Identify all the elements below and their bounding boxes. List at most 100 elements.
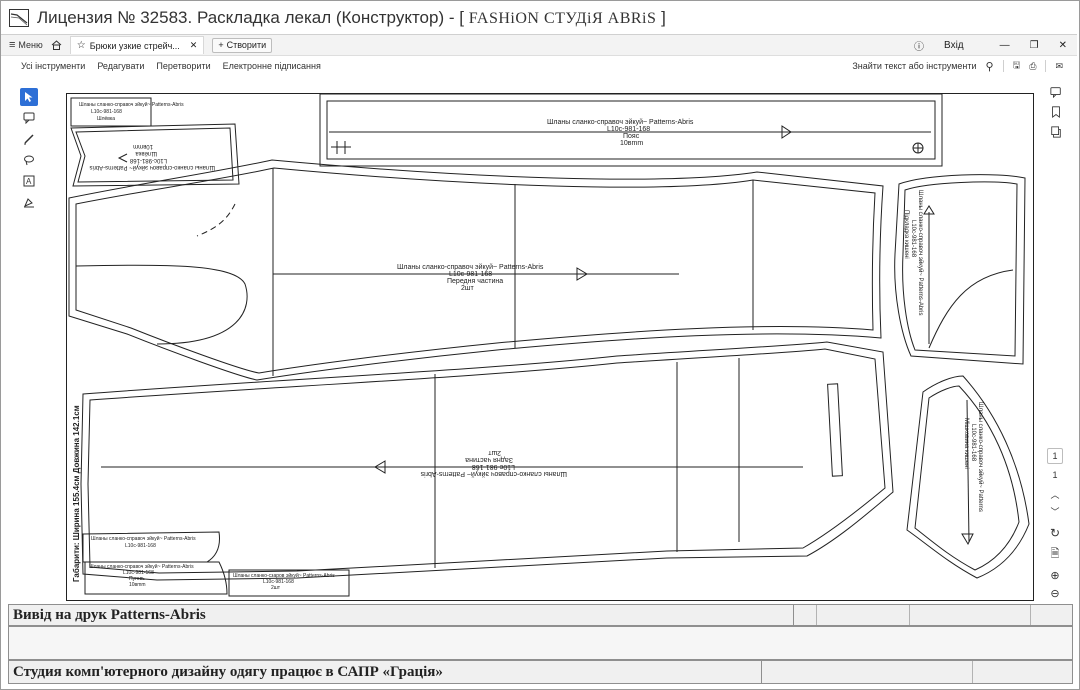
status-cell [794,605,817,625]
studio-message-label: Студия комп'ютерного дизайну одягу працю… [9,661,762,683]
select-tool[interactable] [20,88,38,106]
copy-icon[interactable] [1049,126,1063,138]
bottom-left-a-label-1: Шланы сланко-справоч эйкуй~ Patterns-Abr… [91,535,196,542]
layout-dimensions-label: Габарити: Ширина 155.4см Довжина 142.1см [72,405,81,582]
window-title-brand: FASHiON СТУДiЯ ABRiS [468,9,657,27]
right-upper-label-2: L10c-981-168 [910,220,916,258]
small-piece-rot-label-4: 10вmm [133,143,153,149]
piece-right-upper [894,174,1026,365]
tab-document[interactable]: ☆ Брюки узкие стрейч... ✕ [69,36,205,54]
piece-small-top-left [70,97,240,187]
mail-icon[interactable]: ✉ [1055,60,1063,71]
right-lower-label-2: L10c-981-168 [970,424,976,462]
stamp-icon [24,198,34,208]
bottom-left-b-label-3: Пуговь [129,576,145,582]
back-label-1: Шланы сланко-справоч эйкуй~ Patterns-Abr… [420,470,567,478]
bookmarks-icon[interactable] [1049,106,1063,118]
search-tools-label[interactable]: Знайти текст або інструменти [852,61,977,71]
status-cell [817,605,910,625]
pattern-layout-drawing: Шланы сланко-справоч эйкуй~ Patterns-Abr… [68,94,1030,597]
close-window-icon[interactable]: ✕ [1058,39,1067,51]
bottom-left-b-label-2: L10c-981-168 [123,570,154,576]
svg-text:A: A [26,177,32,186]
minimize-icon[interactable]: — [999,39,1010,51]
right-lower-label-3: Мішковина кишені [963,418,969,469]
waistband-label-1: Шланы сланко-справоч эйкуй~ Patterns-Abr… [547,118,694,126]
front-label-2: L10c-981-168 [449,271,492,278]
small-piece-label-2: L10c-981-168 [91,109,122,115]
piece-waistband [319,94,943,167]
home-button[interactable] [51,40,62,50]
front-label-4: 2шт [461,285,475,292]
bottom-left-a-label-2: L10c-981-168 [125,543,156,549]
search-icon[interactable]: ⚲ [985,60,994,73]
right-lower-label-1: Шланы сланко-справоч эйкуй~ Patterns [977,402,984,512]
left-toolbar: A [17,88,41,228]
comments-panel-icon[interactable] [1049,86,1063,98]
status-bar-studio: Студия комп'ютерного дизайну одягу працю… [8,660,1073,684]
status-bar-print: Вивід на друк Patterns-Abris [8,604,1073,626]
right-upper-label-3: Підкладка кишені [903,210,909,259]
menu-e-sign[interactable]: Електронне підписання [222,61,321,71]
menu-button[interactable]: ≡ Меню [9,39,43,51]
front-label-1: Шланы сланко-справоч эйкуй~ Patterns-Abr… [397,263,544,271]
zoom-in-icon[interactable]: ⊕ [1050,570,1060,582]
text-tool[interactable]: A [20,172,38,190]
pen-tool[interactable] [20,130,38,148]
star-icon[interactable]: ☆ [76,40,86,51]
print-icon[interactable]: ⎙ [1029,60,1037,71]
waistband-label-4: 10вmm [620,140,643,147]
small-piece-label-1: Шланы сланко-справоч эйкуй~ Patterns-Abr… [79,101,184,108]
menu-label: Меню [18,40,43,50]
window-controls: ⓘ Вхід — ❐ ✕ [904,38,1077,53]
bottom-left-b-label-1: Шланы сланко-справоч эйкуй~ Patterns-Abr… [89,563,194,570]
page-up-icon[interactable]: ︿ [1050,490,1060,500]
menu-convert[interactable]: Перетворити [156,61,211,71]
small-piece-label-3: Шлёвка [97,116,115,122]
stamp-tool[interactable] [20,193,38,211]
comment-icon [23,112,35,124]
front-label-3: Передня частина [447,278,503,285]
rotate-icon[interactable]: ↻ [1049,526,1061,540]
menu-edit[interactable]: Редагувати [97,61,145,71]
restore-icon[interactable]: ❐ [1029,39,1039,51]
fit-page-icon[interactable]: 🗎 [1050,548,1060,560]
page-navigation: 1 1 ︿ ﹀ ↻ 🗎 ⊕ ⊖ [1046,448,1064,600]
lasso-icon [24,155,34,166]
menu-bar: Усі інструменти Редагувати Перетворити Е… [1,56,1077,76]
small-piece-rot-label-1: Шланы сланко-справоч эйкуй~ Patterns-Abr… [90,164,216,171]
waistband-label-3: Пояс [623,133,640,140]
piece-back [80,341,894,581]
zoom-out-icon[interactable]: ⊖ [1050,588,1060,600]
right-upper-label-1: Шланы сланко-справоч эйкуй~ Patterns-Abr… [917,190,924,316]
separator [1002,60,1004,72]
status-cell [762,661,973,683]
help-icon[interactable]: ⓘ [914,41,925,53]
menu-all-tools[interactable]: Усі інструменти [21,61,86,71]
right-toolbar [1046,86,1066,146]
home-icon [51,40,62,50]
text-box-icon: A [23,175,35,187]
waistband-label-2: L10c-981-168 [607,126,650,133]
piece-bottom-left [82,531,350,597]
signin-button[interactable]: Вхід [944,39,964,51]
back-label-4: 2шт [487,449,501,456]
hamburger-icon: ≡ [9,39,16,51]
close-tab-icon[interactable]: ✕ [189,40,198,50]
new-tab-button[interactable]: + Створити [212,37,273,53]
bottom-mid-label-3: 2шт [271,585,281,591]
save-icon[interactable]: 🖫 [1012,60,1021,70]
layout-canvas[interactable]: Шланы сланко-справоч эйкуй~ Patterns-Abr… [66,93,1034,601]
back-label-3: Задня частина [465,456,513,463]
lasso-tool[interactable] [20,151,38,169]
page-number-input[interactable]: 1 [1047,448,1063,464]
page-down-icon[interactable]: ﹀ [1050,507,1060,517]
pen-icon [24,134,34,145]
status-bar-empty [8,626,1073,660]
comment-tool[interactable] [20,109,38,127]
piece-front [68,159,884,381]
title-bar: Лицензия № 32583. Раскладка лекал (Конст… [1,1,1077,35]
cursor-icon [25,92,33,102]
new-tab-label: Створити [226,40,267,50]
status-cell [910,605,1031,625]
